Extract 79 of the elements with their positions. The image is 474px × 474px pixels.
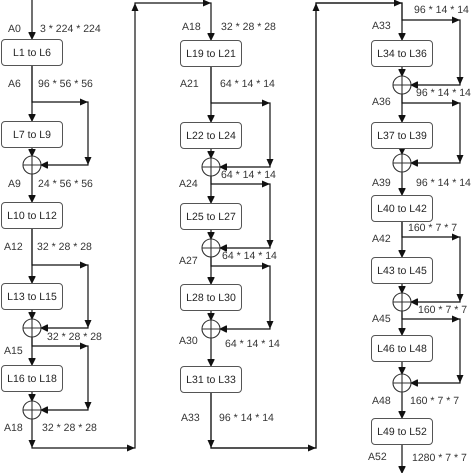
- tensor-shape-label: 32 * 28 * 28: [221, 21, 276, 34]
- activation-label: A24: [179, 178, 198, 191]
- box-label: L34 to L36: [377, 48, 427, 60]
- activation-label: A12: [4, 241, 23, 254]
- layer-box: [180, 40, 242, 67]
- activation-label: A18: [182, 21, 201, 34]
- activation-label: A27: [179, 255, 198, 268]
- activation-label: A48: [372, 395, 391, 408]
- box-label: L16 to L18: [7, 372, 57, 384]
- activation-label: A33: [181, 412, 200, 425]
- layer-box: [180, 366, 242, 393]
- layer-box: [180, 122, 242, 149]
- sum-circle: [392, 153, 412, 173]
- sum-circle: [392, 75, 412, 95]
- layer-box: [1, 283, 63, 310]
- activation-label: A21: [180, 78, 199, 91]
- box-label: L46 to L48: [377, 342, 427, 354]
- sum-circle: [392, 292, 412, 312]
- box-label: L7 to L9: [13, 128, 51, 140]
- box-label: L1 to L6: [13, 46, 51, 58]
- activation-label: A9: [8, 178, 21, 191]
- activation-label: A15: [4, 345, 23, 358]
- activation-label: A18: [4, 422, 23, 435]
- activation-label: A0: [8, 23, 21, 36]
- box-label: L19 to L21: [186, 48, 236, 60]
- sum-circle: [201, 157, 221, 177]
- tensor-shape-label: 96 * 56 * 56: [38, 78, 93, 91]
- activation-label: A36: [372, 96, 391, 109]
- tensor-shape-label: 160 * 7 * 7: [410, 395, 460, 408]
- box-label: L28 to L30: [186, 292, 236, 304]
- activation-label: A52: [368, 451, 387, 464]
- tensor-shape-label: 64 * 14 * 14: [225, 338, 280, 351]
- tensor-shape-label: 96 * 14 * 14: [416, 87, 471, 100]
- box-label: L31 to L33: [186, 374, 236, 386]
- layer-box: [371, 257, 433, 284]
- tensor-shape-label: 96 * 14 * 14: [416, 177, 471, 190]
- tensor-shape-label: 96 * 14 * 14: [219, 412, 274, 425]
- layer-box: [371, 335, 433, 362]
- sum-circle: [201, 238, 221, 258]
- tensor-shape-label: 24 * 56 * 56: [38, 178, 93, 191]
- layer-box: [180, 203, 242, 230]
- layer-box: [371, 122, 433, 149]
- layer-box: [1, 39, 63, 66]
- tensor-shape-label: 32 * 28 * 28: [47, 331, 102, 344]
- activation-label: A42: [372, 233, 391, 246]
- layer-box: [371, 40, 433, 67]
- tensor-shape-label: 160 * 7 * 7: [408, 222, 458, 235]
- sum-circle: [392, 373, 412, 393]
- box-label: L49 to L52: [377, 426, 427, 438]
- layer-box: [1, 121, 63, 148]
- activation-label: A39: [372, 177, 391, 190]
- layer-box: [1, 365, 63, 392]
- box-label: L22 to L24: [186, 130, 236, 142]
- box-label: L37 to L39: [377, 130, 427, 142]
- box-label: L25 to L27: [186, 210, 236, 222]
- tensor-shape-label: 32 * 28 * 28: [42, 422, 97, 435]
- sum-circle: [201, 319, 221, 339]
- sum-circle: [22, 318, 42, 338]
- layer-box: [371, 195, 433, 222]
- tensor-shape-label: 3 * 224 * 224: [40, 23, 101, 36]
- box-label: L40 to L42: [377, 202, 427, 214]
- activation-label: A45: [372, 313, 391, 326]
- tensor-shape-label: 64 * 14 * 14: [222, 250, 277, 263]
- sum-circle: [22, 400, 42, 420]
- box-label: L13 to L15: [7, 290, 57, 302]
- layer-box: [371, 418, 433, 445]
- sum-circle: [22, 155, 42, 175]
- layer-box: [1, 202, 63, 229]
- box-label: L43 to L45: [377, 264, 427, 276]
- activation-label: A30: [179, 335, 198, 348]
- tensor-shape-label: 64 * 14 * 14: [221, 169, 276, 182]
- tensor-shape-label: 64 * 14 * 14: [220, 78, 275, 91]
- tensor-shape-label: 96 * 14 * 14: [414, 4, 469, 17]
- activation-label: A6: [8, 78, 21, 91]
- activation-label: A33: [372, 20, 391, 33]
- layer-box: [180, 284, 242, 311]
- tensor-shape-label: 160 * 7 * 7: [418, 304, 468, 317]
- tensor-shape-label: 32 * 28 * 28: [37, 241, 92, 254]
- box-label: L10 to L12: [7, 210, 57, 222]
